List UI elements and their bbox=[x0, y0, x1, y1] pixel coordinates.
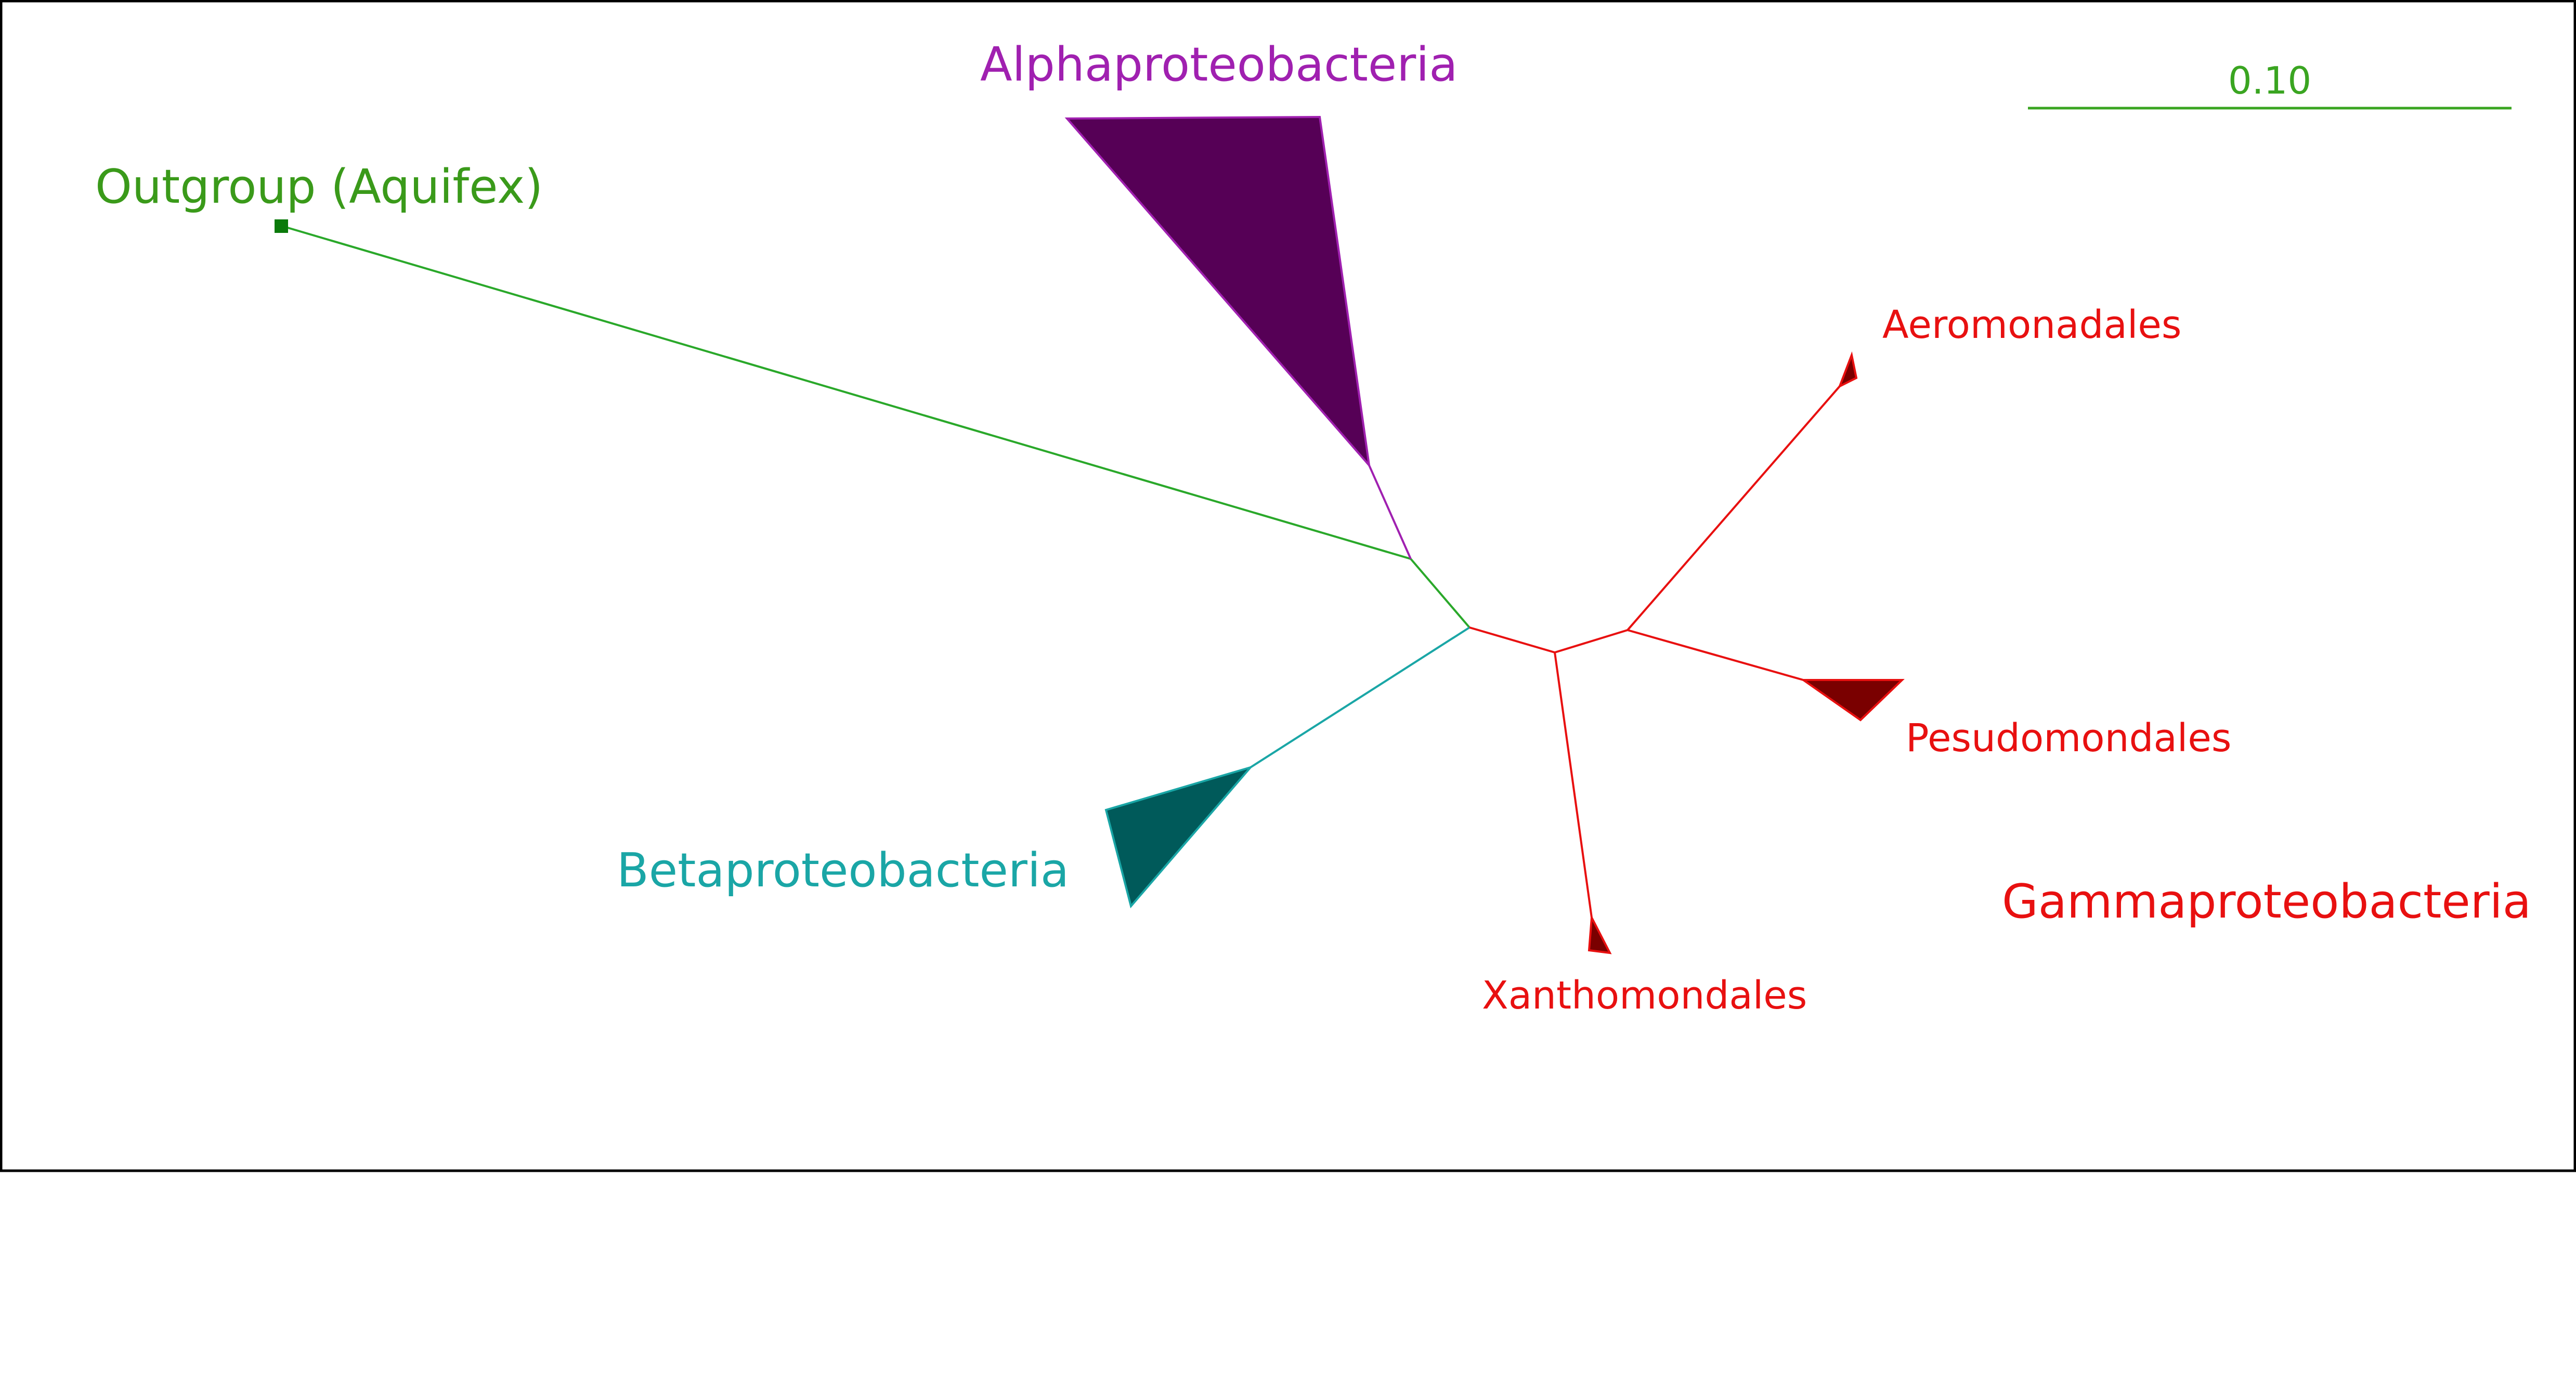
beta-branch bbox=[1250, 626, 1471, 768]
alpha-branch bbox=[1368, 465, 1412, 559]
gamma-stem-branch bbox=[1469, 626, 1555, 653]
aeromonadales-label: Aeromonadales bbox=[1882, 303, 2182, 347]
beta-clade-triangle bbox=[1104, 765, 1254, 909]
xanthomonadales-clade-triangle bbox=[1588, 913, 1612, 954]
xanthomonadales-label: Xanthomondales bbox=[1482, 973, 1807, 1018]
pseudomonadales-clade-triangle bbox=[1800, 679, 1905, 722]
outgroup-leaf-marker bbox=[275, 219, 288, 233]
outgroup-internal-branch bbox=[1410, 558, 1471, 629]
pseudomonadales-branch bbox=[1627, 629, 1804, 681]
pseudomonadales-label: Pesudomondales bbox=[1906, 716, 2231, 761]
scale-bar-label: 0.10 bbox=[2228, 59, 2311, 102]
gamma-internal-branch bbox=[1554, 629, 1628, 653]
gamma-label: Gammaproteobacteria bbox=[2002, 874, 2531, 929]
aeromonadales-clade-triangle bbox=[1838, 351, 1858, 389]
xanthomonadales-branch bbox=[1554, 652, 1593, 918]
alpha-clade-triangle bbox=[1064, 115, 1371, 469]
alpha-label: Alphaproteobacteria bbox=[980, 37, 1458, 92]
aeromonadales-branch bbox=[1627, 385, 1841, 631]
beta-label: Betaproteobacteria bbox=[617, 843, 1069, 898]
outgroup-label: Outgroup (Aquifex) bbox=[95, 160, 543, 214]
outgroup-branch bbox=[282, 225, 1411, 560]
